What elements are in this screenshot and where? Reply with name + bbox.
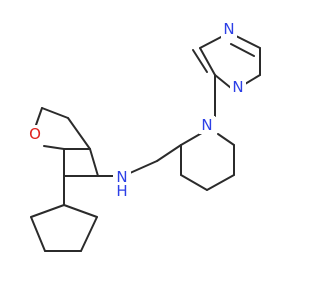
bond [41,107,69,119]
bond [180,174,208,191]
atom-o-oxolane: O [27,125,44,143]
fused-ring-system [35,107,99,177]
bond [199,35,224,49]
chemical-structure-diagram: N N N N H O [27,20,261,252]
bond [67,117,91,150]
bond [192,49,208,73]
atom-label: N [201,116,212,134]
atom-nh-amine: N H [113,168,131,200]
bond [30,216,46,252]
atom-n-pyrimidine-right: N [230,78,246,96]
pyrimidine-ring [192,35,261,89]
atom-label: H [116,182,127,200]
atom-n-piperidine: N [199,116,215,134]
bond [80,216,98,252]
bond [244,74,261,85]
atom-label: N [232,78,243,96]
bond [217,133,235,146]
bond [129,160,158,174]
bond [63,204,98,218]
atom-n-pyrimidine-left: N [221,20,237,38]
bond [30,204,65,218]
cyclopentane-ring [30,175,98,252]
bond [156,144,182,162]
bond [235,35,261,49]
atom-label: N [223,20,234,38]
piperidine-ring [180,129,235,191]
atom-label: N [116,168,127,186]
bond [230,43,255,57]
atom-label: O [29,125,41,143]
bond [206,174,235,191]
bond [35,107,43,126]
bond [214,74,232,89]
bond [199,47,216,76]
bond [89,148,99,177]
bond [43,145,65,150]
